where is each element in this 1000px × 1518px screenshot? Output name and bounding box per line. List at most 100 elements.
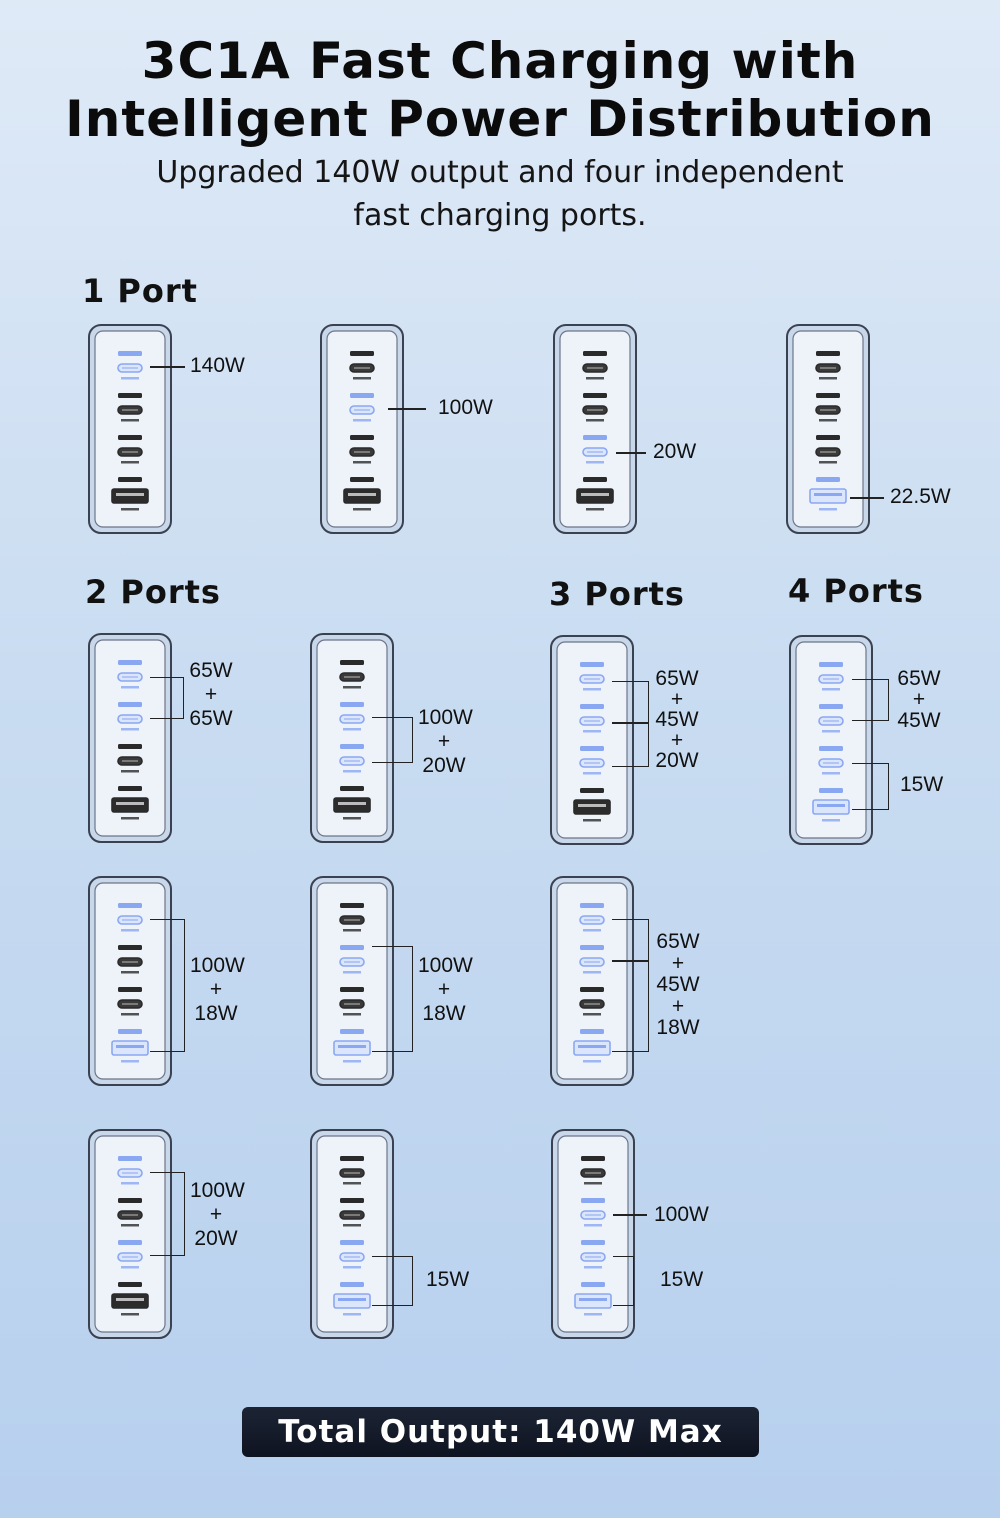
label-line: 65W (655, 667, 699, 690)
port-name-mark (343, 1013, 361, 1016)
total-output-banner: Total Output: 140W Max (242, 1407, 759, 1457)
port-rating-badge (581, 1282, 605, 1287)
usb-a-port-tongue (579, 1298, 607, 1301)
charger-diagram (310, 1129, 394, 1339)
port-rating-badge (583, 435, 607, 440)
port-name-mark (121, 971, 139, 974)
port-name-mark (343, 817, 361, 820)
label-line: 100W (190, 954, 245, 977)
port-rating-badge (340, 1282, 364, 1287)
port-name-mark (121, 686, 139, 689)
charger-diagram (553, 324, 637, 534)
port-rating-badge (350, 393, 374, 398)
port-rating-badge (583, 393, 607, 398)
port-name-mark (584, 1224, 602, 1227)
port-name-mark (583, 819, 601, 822)
port-rating-badge (580, 746, 604, 751)
bracket (613, 1256, 634, 1306)
bracket-mid (612, 960, 648, 962)
port-rating-badge (118, 1282, 142, 1287)
charger-diagram (88, 876, 172, 1086)
usb-a-port-tongue (338, 1298, 366, 1301)
port-name-mark (343, 971, 361, 974)
charger-diagram (550, 876, 634, 1086)
port-rating-badge (816, 435, 840, 440)
bracket (372, 946, 413, 1052)
power-label-p3c-bottom: 15W (660, 1268, 704, 1291)
port-rating-badge (118, 660, 142, 665)
port-name-mark (343, 1182, 361, 1185)
port-rating-badge (816, 477, 840, 482)
label-plus: + (209, 978, 223, 1001)
port-name-mark (121, 461, 139, 464)
port-rating-badge (819, 662, 843, 667)
port-rating-badge (581, 1198, 605, 1203)
port-name-mark (583, 730, 601, 733)
port-name-mark (121, 377, 139, 380)
port-name-mark (819, 377, 837, 380)
port-name-mark (121, 1060, 139, 1063)
bracket (612, 681, 649, 767)
leader-line (150, 366, 185, 368)
charger-svg (88, 324, 172, 534)
port-name-mark (586, 419, 604, 422)
charger-svg (786, 324, 870, 534)
charger-diagram (88, 633, 172, 843)
power-label-p2a: 65W + 65W (188, 659, 234, 731)
port-rating-badge (816, 351, 840, 356)
port-name-mark (586, 461, 604, 464)
port-rating-badge (340, 1156, 364, 1161)
charger-diagram (88, 324, 172, 534)
label-plus: + (912, 688, 926, 711)
bracket (372, 717, 413, 763)
port-name-mark (583, 1013, 601, 1016)
port-name-mark (343, 728, 361, 731)
charger-face (316, 639, 388, 837)
port-rating-badge (580, 945, 604, 950)
port-rating-badge (350, 435, 374, 440)
charger-svg (310, 1129, 394, 1339)
usb-a-port-tongue (338, 1045, 366, 1048)
charger-face (326, 330, 398, 528)
charger-svg (553, 324, 637, 534)
charger-svg (88, 633, 172, 843)
port-rating-badge (819, 704, 843, 709)
label-line: 100W (190, 1179, 245, 1202)
label-line: 65W (189, 707, 233, 730)
port-rating-badge (118, 1156, 142, 1161)
port-rating-badge (340, 1240, 364, 1245)
page-title-line-1: 3C1A Fast Charging with (141, 32, 859, 90)
port-name-mark (819, 419, 837, 422)
port-name-mark (584, 1182, 602, 1185)
label-line: 18W (656, 1016, 700, 1039)
label-line: 45W (897, 709, 941, 732)
port-rating-badge (340, 945, 364, 950)
port-name-mark (121, 1013, 139, 1016)
leader-line (613, 1214, 647, 1216)
port-name-mark (121, 1224, 139, 1227)
power-label-p3b: 65W + 45W + 18W (653, 931, 703, 1039)
bracket (150, 919, 185, 1052)
label-line: 20W (655, 749, 699, 772)
bracket (150, 1172, 185, 1256)
power-label-p2f: 15W (426, 1268, 470, 1291)
port-name-mark (586, 508, 604, 511)
port-name-mark (353, 377, 371, 380)
bracket (150, 677, 184, 719)
label-plus: + (204, 683, 218, 706)
power-label-p1b: 100W (438, 396, 493, 419)
port-rating-badge (340, 744, 364, 749)
port-name-mark (343, 1060, 361, 1063)
port-rating-badge (580, 1029, 604, 1034)
charger-diagram (88, 1129, 172, 1339)
power-label-p1d: 22.5W (890, 485, 951, 508)
leader-line (388, 408, 426, 410)
usb-a-port-tongue (338, 802, 366, 805)
port-name-mark (343, 929, 361, 932)
charger-diagram (551, 1129, 635, 1339)
label-line: 20W (194, 1227, 238, 1250)
port-rating-badge (580, 788, 604, 793)
port-rating-badge (118, 1029, 142, 1034)
label-plus: + (209, 1203, 223, 1226)
charger-svg (320, 324, 404, 534)
